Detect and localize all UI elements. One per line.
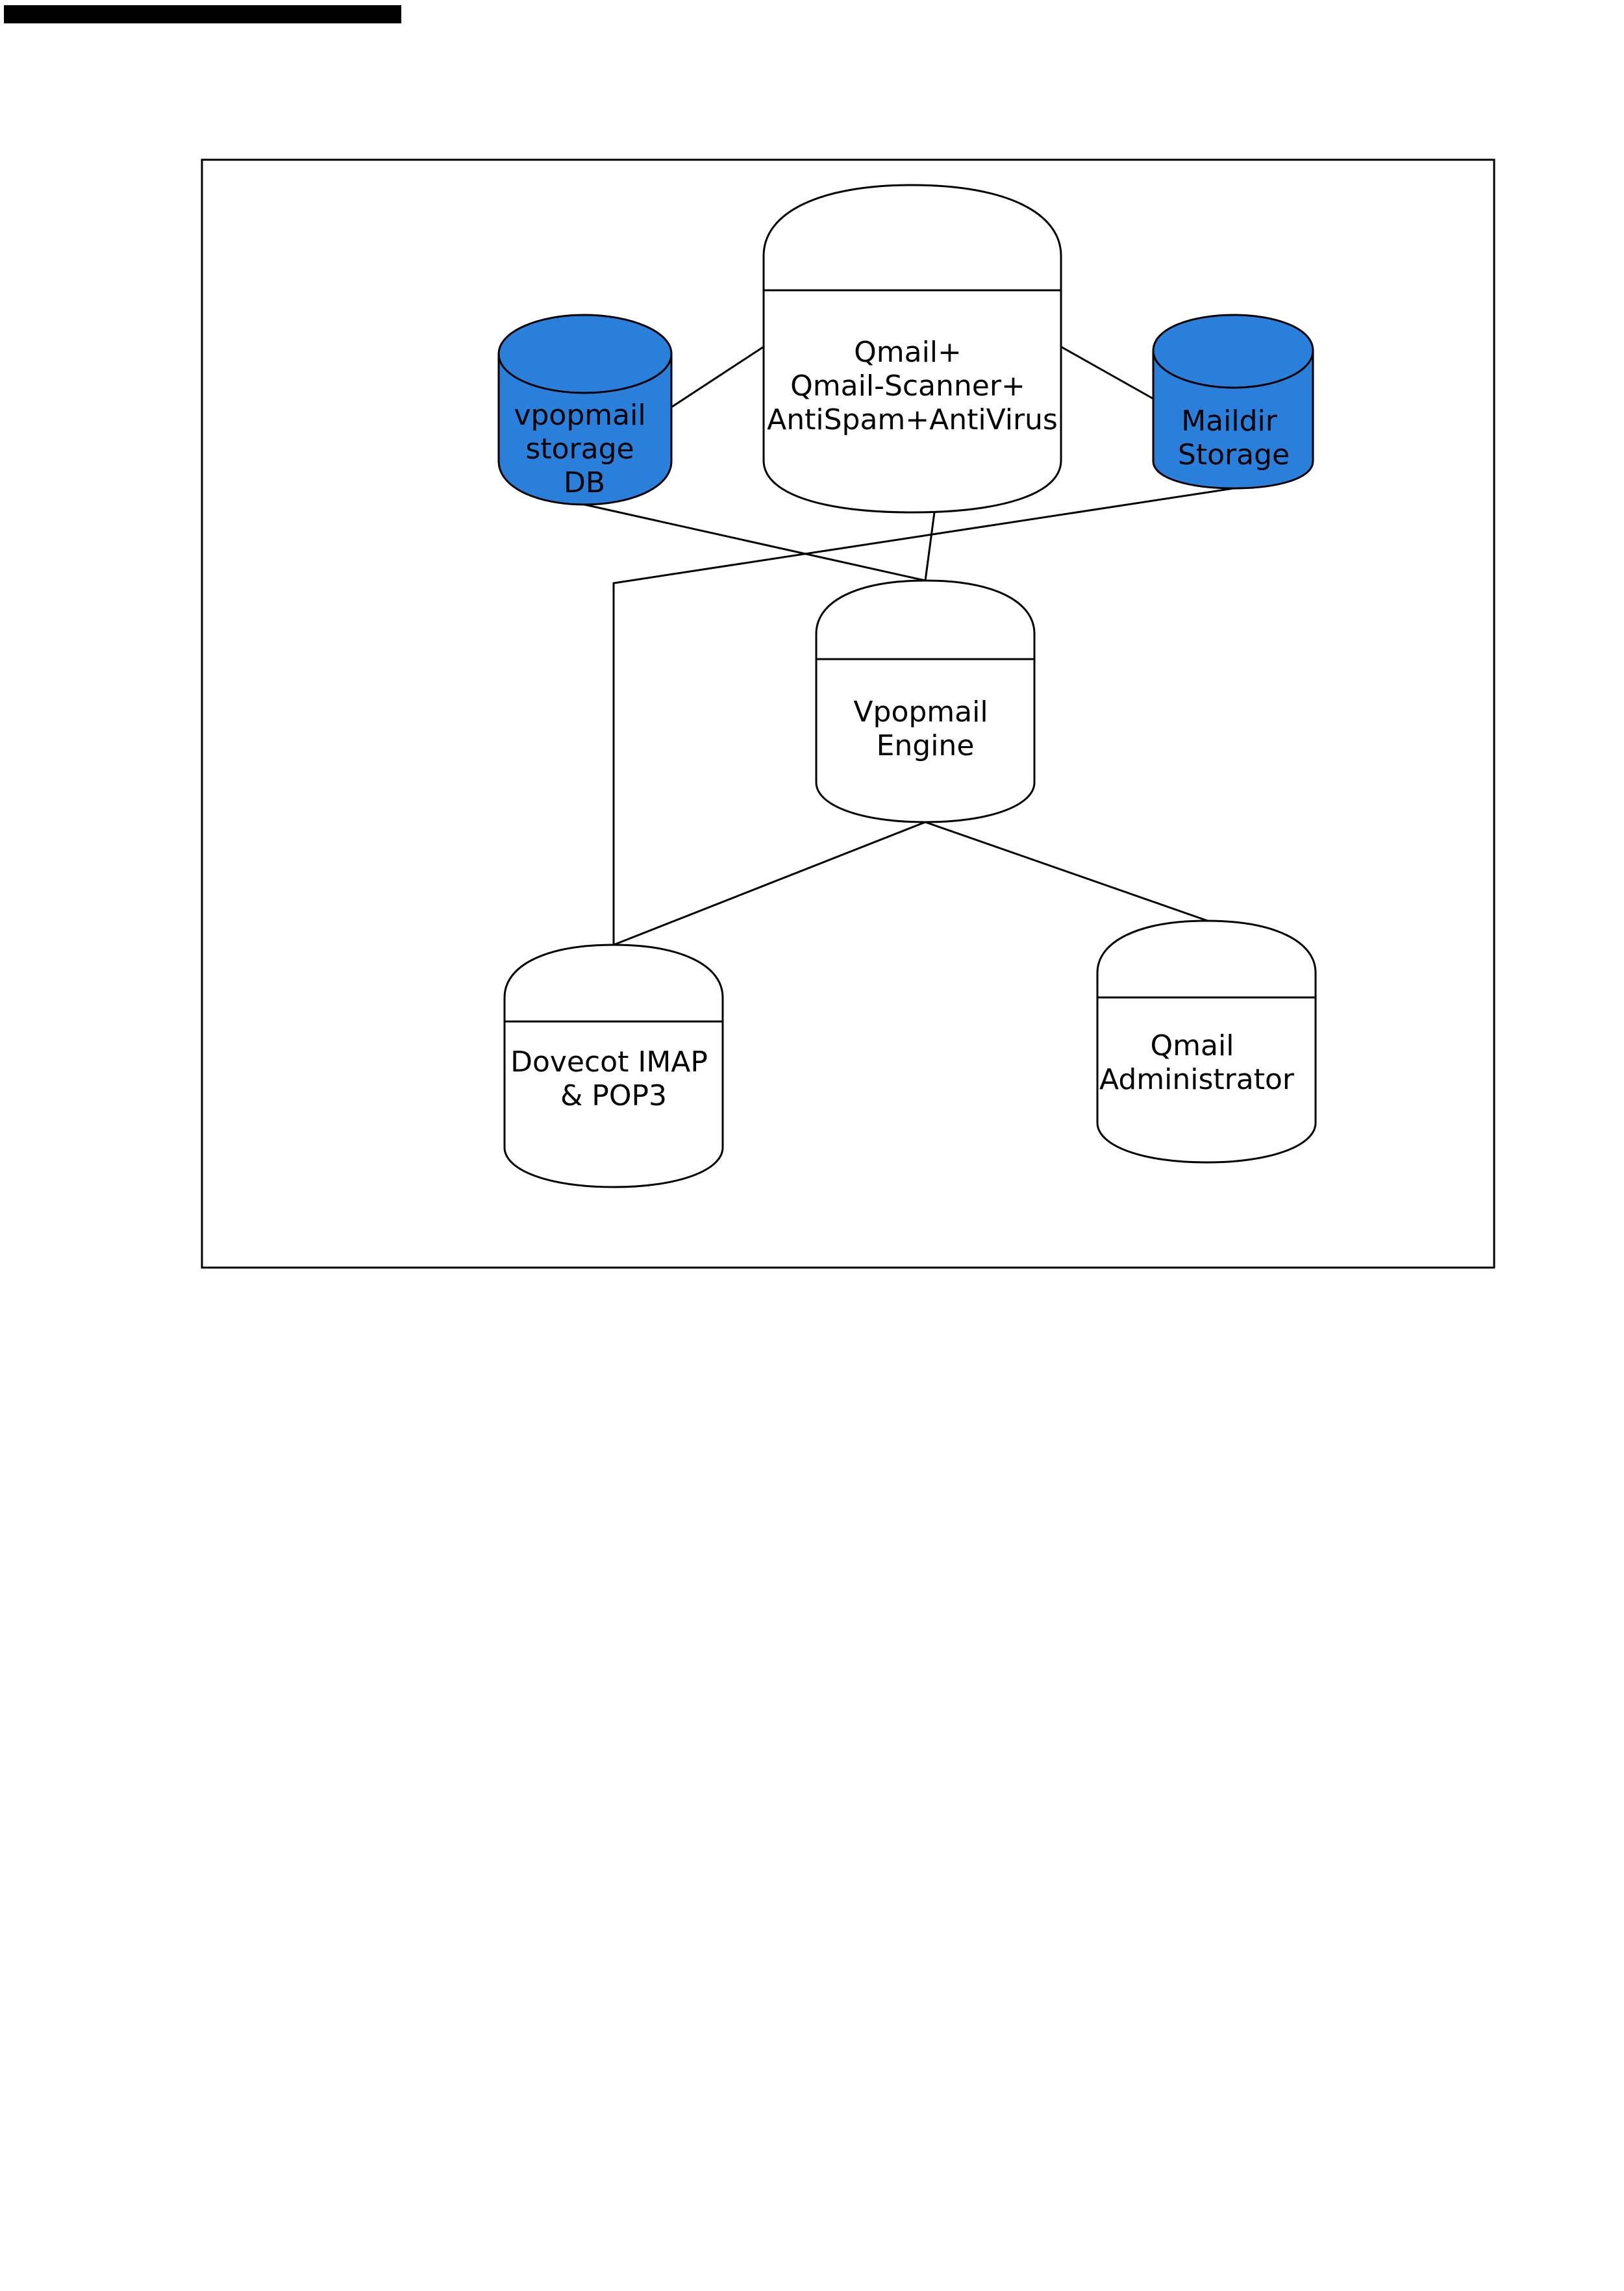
dovecot-line-1: Dovecot IMAP <box>510 1045 708 1079</box>
edge-engine-to-admin <box>925 821 1208 922</box>
node-qmail-admin: Qmail Administrator <box>1096 920 1317 1164</box>
svg-text:vpopmail storage D: vpopmail storage DB <box>514 399 655 499</box>
database-cylinder-icon <box>497 314 673 506</box>
edge-qmail-to-engine <box>924 512 936 581</box>
edge-maildir-to-dovecot <box>612 487 1234 945</box>
process-cylinder-icon <box>815 579 1036 823</box>
edge-qmail-to-maildir <box>1060 345 1154 400</box>
qmail-scanner-line-1: Qmail+ <box>854 336 962 369</box>
engine-line-1: Vpopmail <box>853 695 988 729</box>
node-qmail-scanner: Qmail+ Qmail-Scanner+ AntiSpam+AntiVirus <box>762 184 1062 514</box>
svg-text:Dovecot IMAP & POP3: Dovecot IMAP & POP3 <box>510 1045 717 1112</box>
header-bar <box>4 5 401 23</box>
maildir-line-1: Maildir <box>1181 405 1278 438</box>
admin-line-1: Qmail <box>1151 1029 1234 1062</box>
svg-text:Qmail+ Qmail-Scanner+: Qmail+ Qmail-Scanner+ AntiSpam+AntiVirus <box>767 336 1058 436</box>
qmail-scanner-line-2: Qmail-Scanner+ <box>790 369 1025 403</box>
vpopmail-db-line-1: vpopmail <box>514 399 645 432</box>
engine-line-2: Engine <box>877 729 975 762</box>
svg-text:Qmail Administrator: Qmail Administrator <box>1099 1029 1295 1096</box>
maildir-line-2: Storage <box>1178 438 1290 471</box>
process-cylinder-icon <box>503 944 724 1188</box>
edge-db-to-engine <box>584 503 926 582</box>
svg-text:Maildir Storage: Maildir Storage <box>1178 405 1290 471</box>
connectors <box>584 345 1234 946</box>
admin-line-2: Administrator <box>1099 1063 1295 1096</box>
vpopmail-db-line-2: storage <box>525 432 634 466</box>
edge-engine-to-dovecot <box>613 821 926 946</box>
database-cylinder-icon <box>1152 314 1314 490</box>
node-maildir-storage: Maildir Storage <box>1152 314 1314 490</box>
process-cylinder-icon <box>762 184 1062 514</box>
vpopmail-db-line-3: DB <box>564 466 605 499</box>
diagram-frame <box>201 158 1495 1269</box>
node-vpopmail-engine: Vpopmail Engine <box>815 579 1036 823</box>
svg-text:Vpopmail Engine: Vpopmail Engine <box>853 695 997 762</box>
node-dovecot: Dovecot IMAP & POP3 <box>503 944 724 1188</box>
edge-db-to-qmail <box>671 345 764 408</box>
dovecot-line-2: & POP3 <box>560 1079 667 1112</box>
process-cylinder-icon <box>1096 920 1317 1164</box>
node-vpopmail-db: vpopmail storage DB <box>497 314 673 506</box>
qmail-scanner-line-3: AntiSpam+AntiVirus <box>767 403 1058 436</box>
